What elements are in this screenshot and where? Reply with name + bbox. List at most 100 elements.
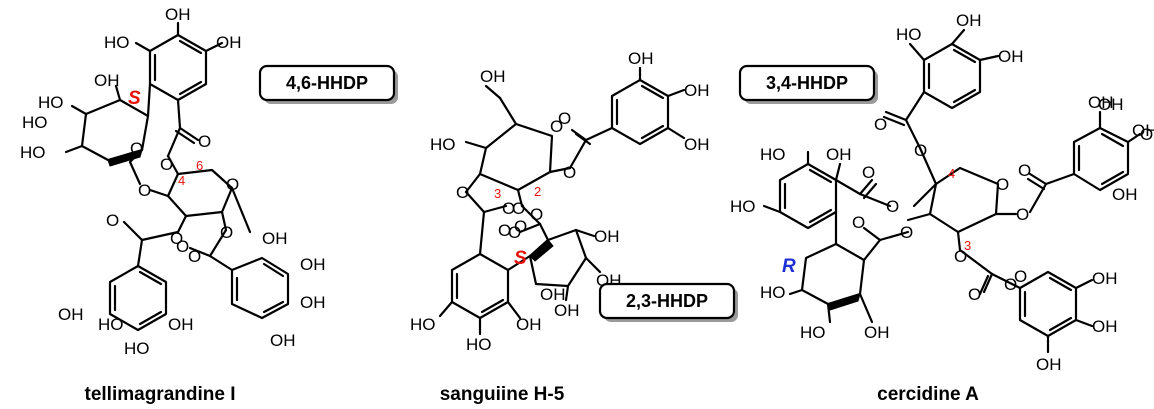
bond: [1028, 172, 1048, 186]
bond: [478, 210, 486, 256]
atom-label: HO: [896, 25, 922, 44]
bond: [574, 228, 596, 238]
atom-label: O: [502, 199, 515, 218]
bond: [114, 84, 122, 102]
atom-label: OH: [998, 47, 1024, 66]
bond: [858, 178, 874, 196]
atom-label: OH: [1092, 317, 1118, 336]
atom-label: OH: [270, 331, 296, 350]
bond: [862, 226, 882, 242]
bond: [884, 110, 908, 122]
hhdp-label-box: 4,6-HHDP: [258, 64, 398, 104]
atom-label: HO: [20, 143, 46, 162]
atom-label: OH: [554, 301, 580, 320]
atom-label: OH: [1098, 95, 1124, 114]
atom-label: OH: [864, 323, 890, 342]
atom-label: O: [512, 199, 525, 218]
atom-label: O: [550, 117, 563, 136]
atom-label: O: [170, 229, 183, 248]
atom-label: O: [996, 175, 1009, 194]
bond: [464, 190, 486, 214]
atom-label: O: [862, 163, 875, 182]
bond: [538, 222, 550, 242]
stereo-label: S: [514, 248, 527, 269]
bond: [148, 188, 170, 198]
atom-label: O: [886, 197, 899, 216]
bond: [978, 54, 1000, 62]
stereo-label: R: [782, 256, 796, 277]
atom-label: O: [220, 223, 233, 242]
ring-hhdp-upper: [778, 162, 838, 230]
bond: [904, 90, 926, 122]
atom-label: OH: [1092, 269, 1118, 288]
compound-name: sanguiine H-5: [440, 384, 565, 405]
atom-label: OH: [300, 255, 326, 274]
locant-2: 2: [534, 184, 541, 199]
bond: [950, 28, 966, 46]
ring-galloyl-right: [1072, 126, 1130, 192]
atom-label: HO: [730, 197, 756, 216]
atom-label: HO: [38, 93, 64, 112]
compound-tellimagrandine: OH OH HO HO OH HO HO O O O O O O OH O O …: [20, 5, 398, 405]
bond: [208, 254, 234, 272]
bond: [858, 292, 874, 324]
atom-label: HO: [430, 135, 456, 154]
bond: [166, 126, 182, 158]
compound-cercidine: HO OH OH OH OH HO OH OH HO O O O O O O O…: [730, 11, 1154, 405]
aromatic-bond: [952, 88, 977, 104]
bond: [464, 140, 488, 150]
atom-label: O: [914, 141, 927, 160]
aromatic-bond: [178, 80, 203, 96]
bond: [140, 230, 180, 242]
atom-label: O: [160, 155, 173, 174]
bond: [956, 230, 962, 252]
bond: [208, 228, 228, 258]
atom-label: OH: [540, 285, 566, 304]
bond: [506, 300, 522, 320]
atom-label: O: [1014, 267, 1027, 286]
ring-hhdp-lower: [800, 242, 866, 306]
aromatic-bond: [178, 39, 203, 55]
bond: [128, 148, 144, 164]
bond: [498, 96, 518, 126]
bond: [1026, 177, 1046, 191]
sugar-ring: [478, 122, 554, 192]
bond: [978, 274, 990, 296]
atom-label: O: [198, 132, 211, 151]
bond: [958, 248, 994, 276]
bold-bond: [529, 239, 554, 262]
atom-label: O: [1016, 205, 1029, 224]
bond: [518, 222, 542, 234]
atom-label: O: [874, 115, 887, 134]
ring-galloyl-right: [230, 256, 290, 320]
bond: [762, 204, 782, 214]
atom-label: O: [130, 139, 143, 158]
aromatic-bond: [640, 124, 665, 140]
compound-name: tellimagrandine I: [85, 384, 236, 405]
hhdp-label: 2,3-HHDP: [626, 291, 708, 311]
atom-label: O: [226, 175, 239, 194]
atom-label: OH: [516, 315, 542, 334]
atom-label: O: [558, 109, 571, 128]
atom-label: HO: [98, 315, 124, 334]
atom-label: O: [106, 211, 119, 230]
bond: [166, 154, 180, 176]
atom-label: OH: [300, 293, 326, 312]
atom-label: O: [530, 205, 543, 224]
bond: [134, 41, 152, 53]
atom-label: OH: [1140, 125, 1154, 144]
atom-label: OH: [262, 229, 288, 248]
sugar-ring: [928, 166, 1000, 234]
ring-hhdp-left: [450, 252, 510, 320]
ring-galloyl-left: [108, 264, 168, 332]
atom-label: OH: [1112, 185, 1138, 204]
bond: [1044, 172, 1076, 186]
aromatic-bond: [1048, 316, 1073, 332]
locant-4: 4: [178, 173, 185, 188]
bond: [484, 84, 502, 100]
bond: [1074, 278, 1094, 290]
aromatic-bond: [1100, 170, 1125, 186]
bond: [520, 204, 542, 226]
biaryl-bond: [506, 254, 532, 272]
